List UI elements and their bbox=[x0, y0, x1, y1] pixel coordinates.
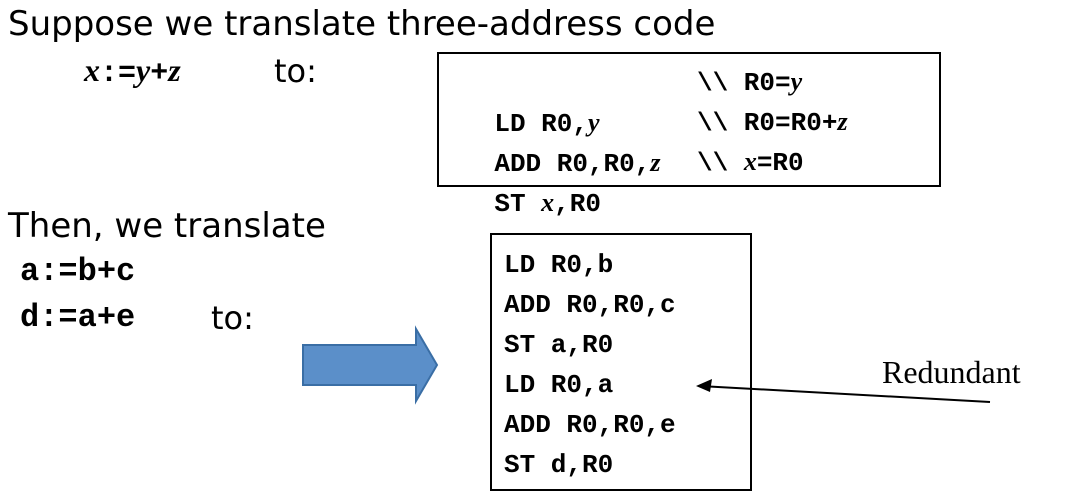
comment-prefix: \\ bbox=[697, 148, 744, 178]
code-line: ST a,R0 bbox=[504, 330, 614, 360]
generic-code-line: ADD R0,R0,z \\ R0=R0+z bbox=[451, 102, 847, 179]
intro-statement: x:=y+z bbox=[84, 52, 181, 91]
comment-prefix: \\ R0=R0+ bbox=[697, 108, 838, 138]
comment-var: y bbox=[790, 67, 803, 96]
stmt-var-y: y bbox=[136, 52, 151, 88]
stmt-assign: := bbox=[100, 57, 137, 91]
code-line: LD R0,b bbox=[504, 250, 614, 280]
op-text: ADD R0,R0, bbox=[494, 149, 651, 179]
pointer-head bbox=[696, 379, 712, 392]
translate-arrow-icon bbox=[302, 325, 439, 405]
arrow-shape bbox=[302, 325, 439, 405]
op-arg: y bbox=[587, 108, 600, 137]
stmt-var-z: z bbox=[168, 52, 181, 88]
code-box-translated: LD R0,b ADD R0,R0,c ST a,R0 LD R0,a ADD … bbox=[490, 233, 752, 491]
code-line: ST d,R0 bbox=[504, 450, 614, 480]
op-text: ST bbox=[494, 189, 542, 219]
code-line-redundant: LD R0,a bbox=[504, 370, 614, 400]
second-to-label: to: bbox=[211, 299, 254, 337]
code-line: ADD R0,R0,c bbox=[504, 290, 676, 320]
second-heading: Then, we translate bbox=[8, 206, 326, 246]
stmt-plus: + bbox=[150, 57, 169, 91]
translated-code-lines: LD R0,b ADD R0,R0,c ST a,R0 LD R0,a ADD … bbox=[504, 245, 676, 485]
comment: \\ R0=R0+z bbox=[697, 102, 848, 143]
source-line-2: d:=a+e bbox=[20, 299, 136, 336]
intro-heading: Suppose we translate three-address code bbox=[8, 4, 716, 44]
source-line-1: a:=b+c bbox=[20, 253, 136, 290]
pointer-line bbox=[699, 385, 991, 403]
generic-code-line: LD R0,y \\ R0=y bbox=[451, 62, 802, 139]
stmt-var-x: x bbox=[84, 52, 100, 88]
comment-var: x bbox=[743, 147, 757, 176]
op-arg: x bbox=[541, 188, 555, 217]
comment-var: z bbox=[837, 107, 848, 136]
generic-code-line: ST x,R0 \\ x=R0 bbox=[451, 142, 803, 219]
op-suffix: ,R0 bbox=[554, 189, 601, 219]
code-box-generic: LD R0,y \\ R0=y ADD R0,R0,z \\ R0=R0+z S… bbox=[437, 52, 941, 219]
redundant-label: Redundant bbox=[882, 354, 1021, 390]
code-line: ADD R0,R0,e bbox=[504, 410, 676, 440]
op-arg: z bbox=[650, 148, 661, 177]
comment-suffix: =R0 bbox=[756, 148, 804, 178]
generic-code-lines: LD R0,y \\ R0=y ADD R0,R0,z \\ R0=R0+z S… bbox=[451, 62, 847, 219]
redundant-pointer-arrow-icon bbox=[696, 379, 991, 403]
comment-prefix: \\ R0= bbox=[697, 68, 791, 98]
comment: \\ x=R0 bbox=[697, 142, 804, 183]
comment: \\ R0=y bbox=[697, 62, 802, 103]
intro-to-label: to: bbox=[274, 52, 317, 90]
op-text: LD R0, bbox=[494, 109, 588, 139]
